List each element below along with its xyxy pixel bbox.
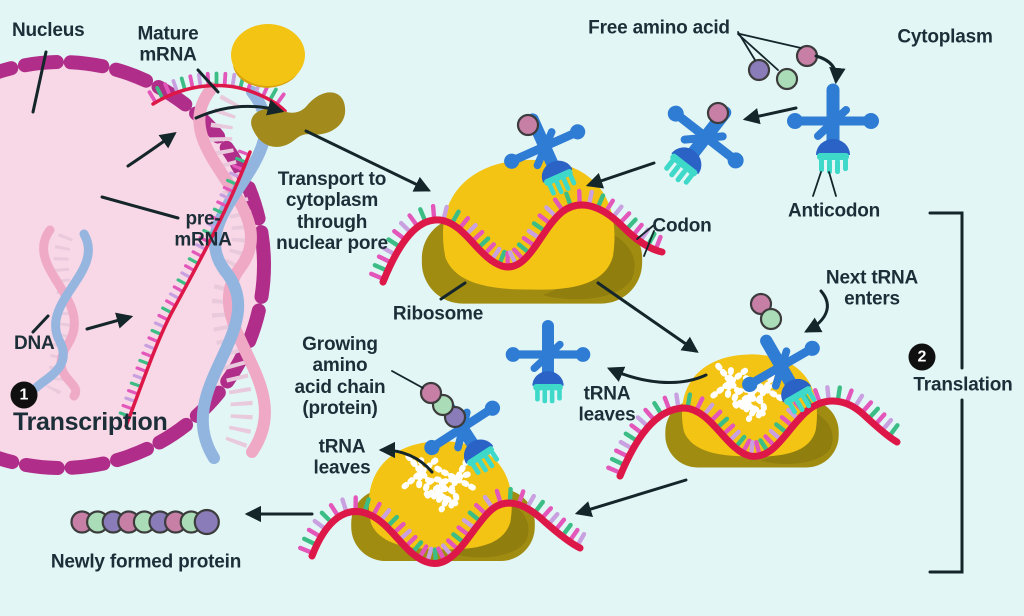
dna-helix-small [27,225,93,401]
trna-entering-ribosome-2 [728,292,844,432]
nucleus [0,55,271,475]
step-2-badge: 2 [908,343,936,371]
trna-free-middle [637,84,761,207]
label-mature-mrna: Mature mRNA [137,23,199,66]
arrows [31,31,846,523]
amino-acid-purple [747,58,771,82]
translation-bracket [928,211,964,574]
label-trna-leaves-bottom: tRNA leaves [313,436,371,479]
label-transport: Transport to cytoplasm through nuclear p… [276,169,388,255]
label-newly-formed-protein: Newly formed protein [50,551,242,573]
amino-acid-green [775,67,799,91]
label-trna-leaves-mid: tRNA leaves [578,383,636,426]
amino-acid-pink [419,381,443,405]
amino-acid-pink [706,101,730,125]
amino-acid-green [759,307,783,331]
protein-chain-bead [193,508,220,536]
label-codon: Codon [652,215,712,237]
label-next-trna: Next tRNA enters [825,267,919,310]
amino-acid-pink [516,113,540,137]
trna-free-right [787,90,879,174]
nuclear-pore [251,92,346,147]
protein-chain [70,508,220,536]
ribosomal-subunit-free [231,24,305,88]
pre-mrna-strand [118,149,252,428]
trna-on-ribosome-1 [493,102,605,210]
label-anticodon: Anticodon [787,200,881,222]
label-nucleus: Nucleus [12,20,85,41]
label-dna: DNA [14,333,55,354]
step-1-badge: 1 [10,381,38,409]
label-cytoplasm: Cytoplasm [897,26,993,48]
mrna-wave-1 [369,188,666,286]
label-ribosome: Ribosome [392,303,484,325]
trna-on-ribosome-3 [409,379,526,494]
label-growing-chain: Growing amino acid chain (protein) [294,334,386,420]
label-free-amino-acid: Free amino acid [588,17,730,39]
dna-helix-large [193,82,272,464]
label-translation: Translation [913,374,1013,396]
nuclear-envelope [0,55,271,475]
free-amino-acids [747,44,819,91]
amino-acid-pink [795,44,819,68]
label-transcription: Transcription [13,408,168,436]
amino-acid-pink [749,292,773,316]
mrna-wave-3 [298,486,587,567]
label-pre-mrna: pre- mRNA [174,208,232,251]
